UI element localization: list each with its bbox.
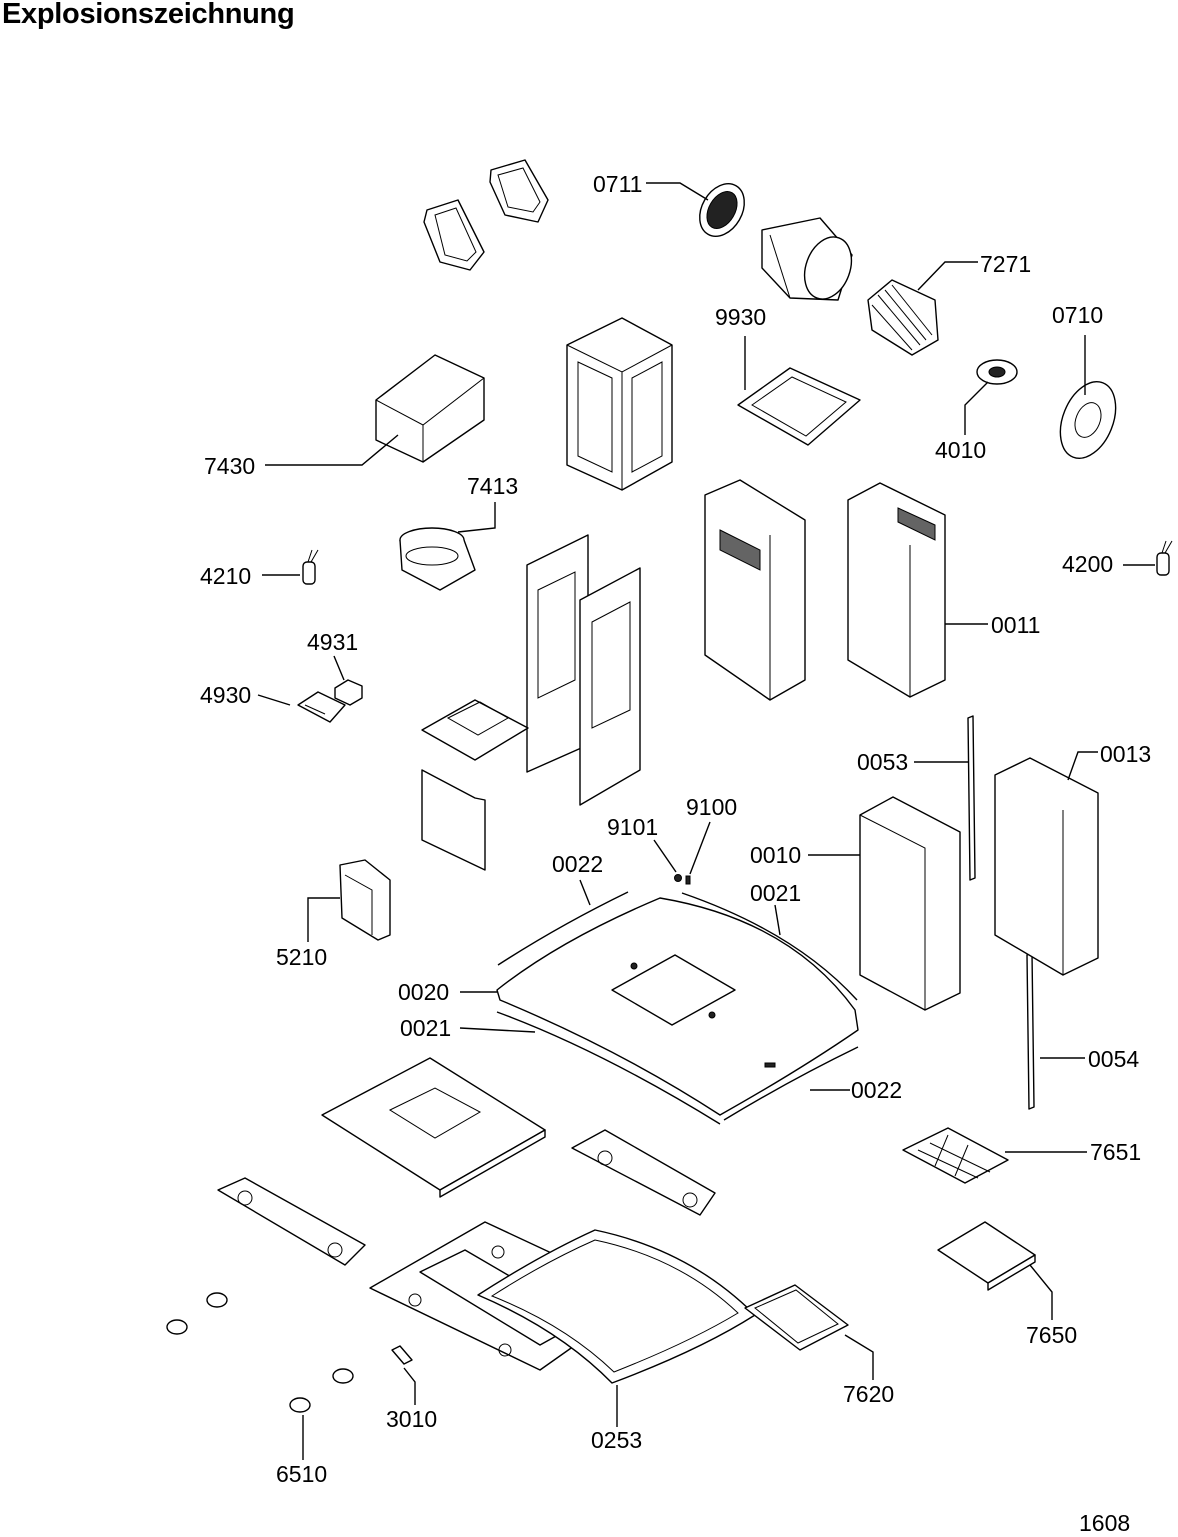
part-3010-switch (391, 1345, 413, 1365)
upper-chimney-front (704, 479, 806, 701)
label-9101: 9101 (607, 814, 658, 840)
label-0253: 0253 (591, 1427, 642, 1453)
part-4210-capacitor (302, 549, 319, 585)
part-4200-capacitor (1156, 540, 1173, 576)
part-4010-motor (976, 359, 1018, 385)
part-0021-trim-right (681, 892, 858, 1001)
label-7651: 7651 (1090, 1139, 1141, 1165)
part-9101-screw (674, 874, 682, 882)
part-9930-frame (737, 367, 861, 446)
part-0020-glass-canopy (496, 897, 859, 1116)
label-7413: 7413 (467, 473, 518, 499)
part-7650-carbon-filter (937, 1221, 1036, 1291)
label-7620: 7620 (843, 1381, 894, 1407)
part-5210-control-box (339, 859, 391, 941)
part-7271-blower (867, 279, 939, 356)
inner-panel-left (526, 534, 589, 773)
part-4931-switch (334, 679, 363, 706)
label-0054: 0054 (1088, 1046, 1139, 1072)
inner-panel-right (579, 567, 641, 806)
label-0020: 0020 (398, 979, 449, 1005)
label-3010: 3010 (386, 1406, 437, 1432)
label-0711: 0711 (593, 171, 642, 197)
filter-bracket-left (217, 1177, 366, 1266)
label-7271: 7271 (980, 251, 1031, 277)
lower-bracket (421, 699, 529, 871)
chimney-frame (566, 317, 673, 491)
gasket-small (423, 199, 485, 271)
label-4210: 4210 (200, 563, 251, 589)
part-0022-trim-rear (723, 1046, 859, 1121)
label-5210: 5210 (276, 944, 327, 970)
label-6510: 6510 (276, 1461, 327, 1487)
part-4930-switch-holder (297, 691, 346, 723)
label-0021-lower: 0021 (400, 1015, 451, 1041)
filter-bracket-right (571, 1129, 716, 1216)
leader-lines (257, 182, 1155, 1460)
label-4200: 4200 (1062, 551, 1113, 577)
part-7430-box (375, 354, 485, 463)
part-0022-trim-left (497, 891, 629, 966)
fan-housing (761, 217, 853, 301)
part-7620-grease-filter (744, 1284, 849, 1351)
label-4931: 4931 (307, 629, 358, 655)
label-0022-lower: 0022 (851, 1077, 902, 1103)
label-7430: 7430 (204, 453, 255, 479)
part-9100-clip (685, 875, 691, 885)
gasket-large (489, 159, 549, 223)
page-title: Explosionszeichnung (2, 0, 295, 30)
part-0010-lower-chimney (859, 796, 961, 1011)
label-4010: 4010 (935, 437, 986, 463)
part-6510-knobs (166, 1292, 354, 1413)
label-0022-upper: 0022 (552, 851, 603, 877)
label-0710: 0710 (1052, 302, 1103, 328)
label-9930: 9930 (715, 304, 766, 330)
label-0011: 0011 (991, 612, 1040, 638)
part-0053-strip (967, 715, 976, 881)
part-0711-grille (699, 183, 745, 237)
page-number: 1608 (1079, 1510, 1131, 1536)
part-0021-trim-front (496, 1011, 721, 1125)
label-7650: 7650 (1026, 1322, 1077, 1348)
part-7413-outlet (399, 527, 476, 591)
label-4930: 4930 (200, 682, 251, 708)
label-0013: 0013 (1100, 741, 1151, 767)
part-0011-upper-chimney (847, 482, 946, 698)
label-9100: 9100 (686, 794, 737, 820)
part-7651-filter-cassette (902, 1127, 1009, 1184)
part-0710-plate (1059, 381, 1117, 459)
inner-tray (321, 1057, 546, 1198)
label-0053: 0053 (857, 749, 908, 775)
label-0021-upper: 0021 (750, 880, 801, 906)
part-0054-strip (1026, 952, 1035, 1110)
part-0013-side-panel (994, 757, 1099, 976)
part-labels: 0711 7271 9930 0710 4010 7430 7413 4210 … (200, 171, 1151, 1487)
label-0010: 0010 (750, 842, 801, 868)
